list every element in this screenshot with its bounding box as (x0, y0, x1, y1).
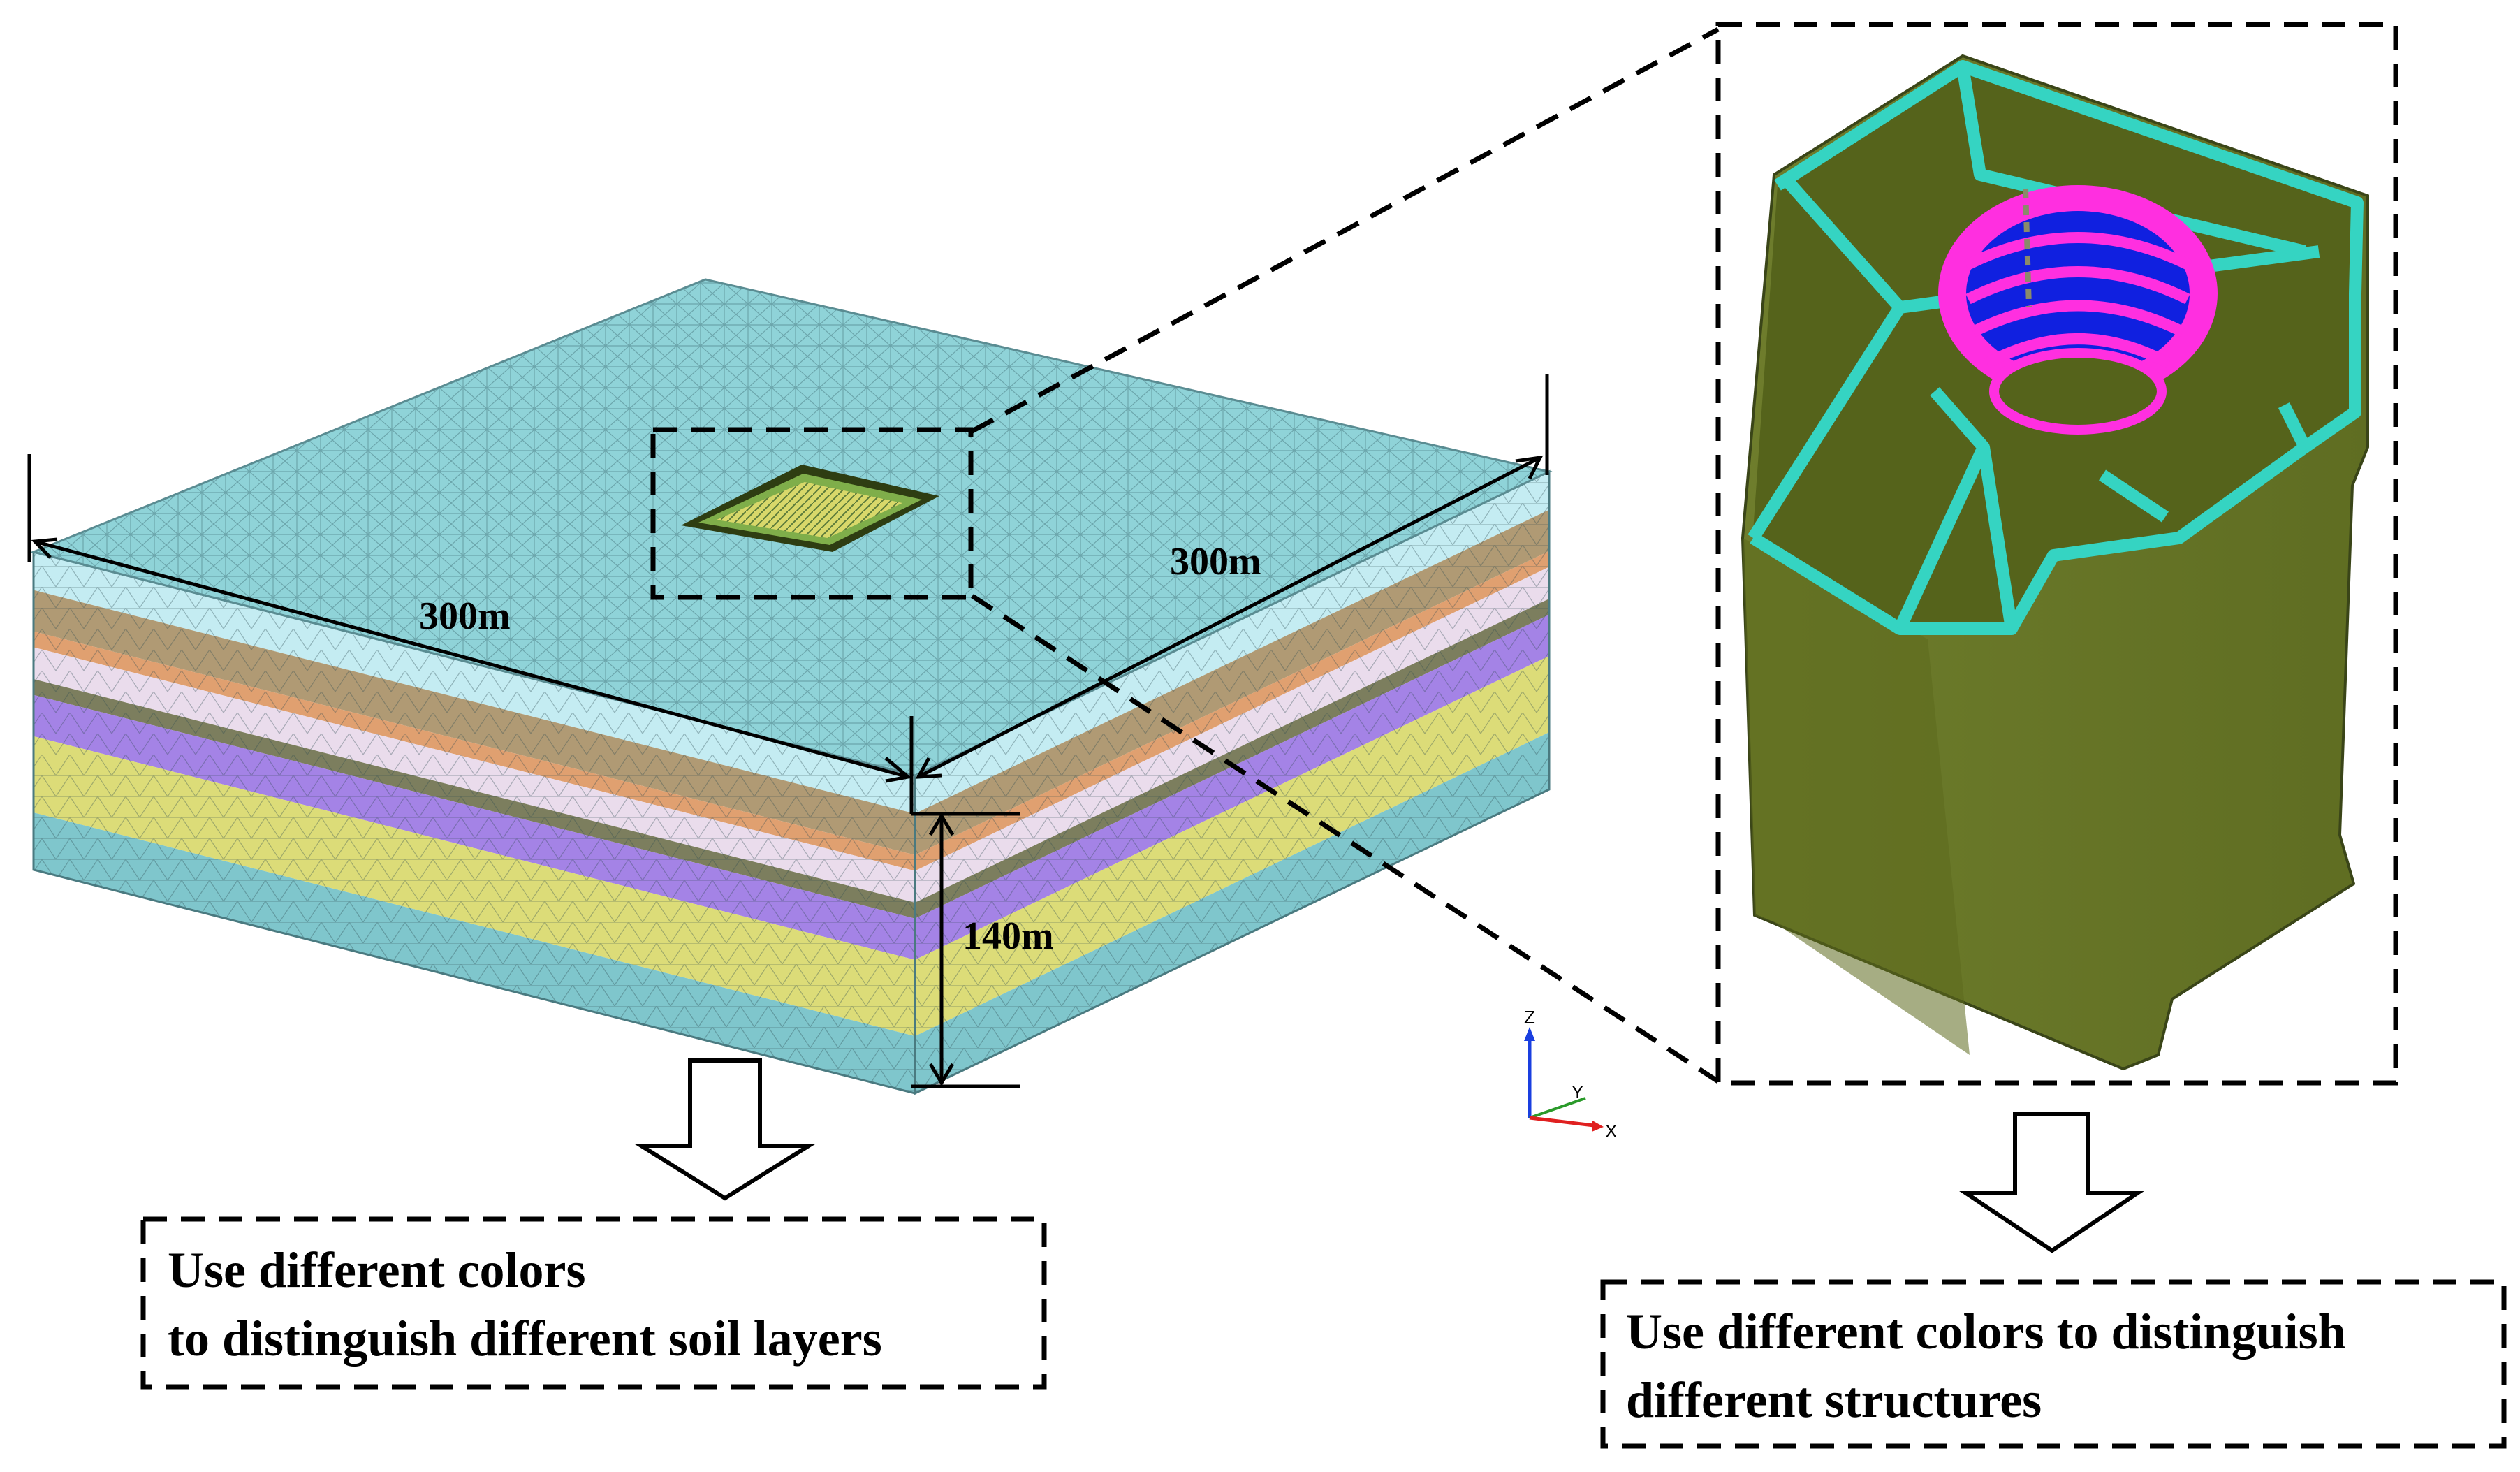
dimension-lines (27, 374, 1549, 1088)
caption-box-structure (1600, 1279, 2507, 1449)
caption-soil-line-2: to distinguish different soil layers (168, 1311, 882, 1367)
height-arrow-top (928, 812, 955, 836)
structure-front-face (1743, 538, 1970, 1055)
depth-arrow-near (915, 757, 942, 779)
zoom-detail-box (1715, 22, 2398, 1086)
depth-arrow-far (1515, 455, 1544, 480)
height-arrow-bottom (928, 1063, 955, 1086)
soil-layer-mesh (915, 732, 1549, 1093)
down-arrow-structure (1959, 1112, 2144, 1253)
soil-layer-mesh (34, 679, 915, 919)
axis-triad: Z Y X (1524, 1007, 1617, 1142)
zoom-connector-top (971, 27, 1720, 434)
caption-structure-line-1: Use different colors to distinguish (1626, 1304, 2346, 1360)
depth-dimension-line (917, 456, 1541, 779)
axis-x-label: X (1605, 1121, 1617, 1142)
width-arrow-right (884, 757, 912, 783)
width-dimension-label: 300m (419, 595, 511, 638)
structure-shaft (1938, 185, 2218, 435)
width-arrow-left (31, 537, 58, 559)
soil-block-right-face (914, 469, 1551, 1095)
axis-y-line (1529, 1097, 1586, 1119)
soil-block (30, 278, 1553, 1095)
soil-layer-mesh (34, 694, 915, 960)
zoom-source-box (650, 427, 974, 600)
soil-layer-mesh (915, 472, 1549, 814)
height-dimension-label: 140m (962, 914, 1054, 958)
soil-layer-mesh (34, 736, 915, 1037)
caption-soil-line-1: Use different colors (168, 1242, 586, 1298)
down-arrow-soil (633, 1058, 816, 1201)
soil-block-left-face (32, 551, 916, 1095)
soil-layer-mesh (34, 647, 915, 903)
soil-layer-mesh (34, 812, 915, 1093)
soil-layer-mesh (915, 599, 1549, 919)
width-dimension-line (34, 539, 909, 779)
soil-layer-mesh (915, 655, 1549, 1037)
axis-y-label: Y (1572, 1081, 1583, 1102)
depth-dimension-label: 300m (1170, 540, 1261, 583)
soil-layer-mesh (915, 567, 1549, 903)
structure-model (1741, 54, 2369, 1071)
soil-layer-mesh (915, 614, 1549, 960)
soil-layer-mesh (34, 631, 915, 871)
axis-z-label: Z (1524, 1007, 1535, 1028)
structure-footprint (681, 465, 939, 552)
soil-layer-mesh (34, 590, 915, 855)
zoom-indicator (650, 22, 2398, 1086)
caption-structure-line-2: different structures (1626, 1372, 2042, 1428)
soil-layer-mesh (34, 552, 915, 814)
soil-layer-mesh (915, 509, 1549, 855)
axis-x-line (1529, 1116, 1600, 1128)
soil-layer-mesh (915, 551, 1549, 871)
caption-box-soil (140, 1216, 1047, 1390)
